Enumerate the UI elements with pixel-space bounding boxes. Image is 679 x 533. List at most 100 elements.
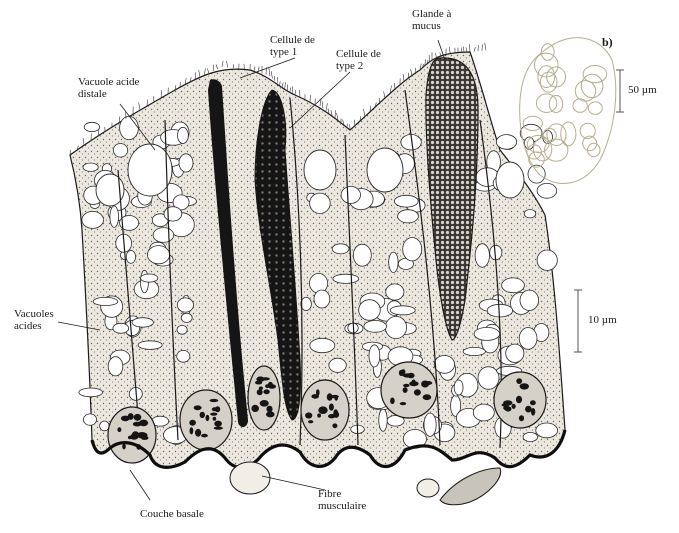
nucleus: [381, 362, 437, 418]
inset-cell: [588, 102, 602, 114]
vacuole: [394, 195, 418, 207]
label-cell-type1: Cellule de type 1: [270, 34, 315, 58]
vacuole: [310, 274, 328, 294]
vacuole: [333, 274, 359, 283]
vacuole: [179, 154, 193, 172]
label-scale-50um: 50 µm: [628, 84, 657, 96]
vacuole: [502, 278, 525, 293]
inset-cell: [575, 81, 595, 102]
vacuole: [82, 211, 104, 228]
vacuole: [398, 210, 419, 223]
vacuole: [100, 421, 110, 431]
chromatin-clump: [505, 406, 512, 411]
inset-cell: [583, 66, 607, 83]
vacuole: [314, 290, 330, 308]
inset-cell: [545, 139, 568, 161]
leader-line: [240, 58, 295, 78]
vacuole: [310, 338, 335, 352]
vacuole: [390, 306, 415, 315]
muscle-fiber-small: [417, 479, 439, 497]
chromatin-clump: [259, 387, 263, 390]
chromatin-clump: [210, 399, 219, 402]
chromatin-clump: [414, 389, 421, 395]
chromatin-clump: [332, 423, 337, 428]
chromatin-clump: [400, 402, 406, 405]
vacuole: [113, 144, 127, 158]
chromatin-clump: [403, 387, 408, 393]
chromatin-clump: [201, 434, 208, 438]
chromatin-clump: [311, 394, 319, 399]
vacuole: [478, 367, 499, 390]
vacuole: [177, 350, 190, 362]
vacuole: [353, 244, 371, 266]
label-acid-vacuoles: Vacuoles acides: [14, 308, 54, 332]
vacuole: [389, 252, 398, 272]
chromatin-clump: [424, 381, 433, 385]
chromatin-clump: [390, 398, 395, 405]
vacuole: [359, 300, 381, 321]
chromatin-clump: [531, 408, 535, 416]
chromatin-clump: [122, 444, 126, 450]
vacuole: [83, 414, 96, 425]
chromatin-clump: [519, 415, 524, 421]
chromatin-clump: [134, 414, 142, 421]
chromatin-clump: [403, 384, 409, 388]
chromatin-clump: [200, 412, 205, 418]
chromatin-clump: [141, 436, 149, 440]
vacuole: [379, 409, 387, 431]
vacuole: [332, 244, 349, 254]
vacuole: [141, 274, 158, 282]
inset-cell: [533, 138, 551, 161]
vacuole: [310, 193, 331, 213]
vacuole: [164, 207, 182, 221]
label-basal-layer: Couche basale: [140, 508, 204, 520]
chromatin-clump: [516, 396, 522, 404]
inset-b-cell-network: [520, 38, 616, 184]
vacuole: [153, 228, 174, 243]
chromatin-clump: [139, 420, 148, 427]
inset-cell: [549, 95, 562, 112]
leader-line: [262, 476, 325, 490]
chromatin-clump: [317, 413, 321, 417]
chromatin-clump: [511, 404, 515, 409]
chromatin-clump: [266, 406, 272, 413]
inset-cell: [561, 122, 576, 146]
vacuole: [537, 183, 557, 198]
vacuole: [528, 165, 545, 183]
label-scale-10um: 10 µm: [588, 314, 617, 326]
vacuole: [386, 284, 404, 300]
vacuole: [177, 325, 187, 334]
chromatin-clump: [190, 427, 194, 434]
chromatin-clump: [525, 406, 532, 413]
chromatin-clump: [117, 427, 121, 432]
chromatin-clump: [260, 400, 269, 407]
vacuole: [181, 313, 192, 322]
vacuole: [364, 321, 387, 333]
label-mucus-gland: Glande à mucus: [412, 8, 451, 32]
inset-cell: [588, 143, 600, 156]
chromatin-clump: [206, 415, 210, 421]
chromatin-clump: [128, 413, 134, 420]
vacuole: [536, 423, 558, 438]
chromatin-clump: [329, 404, 334, 411]
vacuole: [83, 163, 98, 171]
chromatin-clump: [213, 417, 217, 421]
chromatin-clump: [257, 389, 263, 395]
vacuole: [132, 318, 153, 327]
vacuole: [385, 316, 406, 338]
vacuole: [474, 327, 500, 340]
chromatin-clump: [333, 411, 339, 418]
vacuole: [84, 122, 99, 131]
vacuole: [506, 344, 524, 362]
vacuole: [341, 186, 360, 203]
distal-vacuole: [496, 162, 524, 198]
muscle-fiber-elongated: [440, 468, 501, 505]
vacuole: [301, 297, 312, 310]
vacuole: [147, 246, 169, 264]
vacuole: [93, 297, 118, 305]
chromatin-clump: [210, 413, 217, 416]
vacuole: [520, 290, 539, 310]
chromatin-clump: [305, 412, 312, 418]
chromatin-clump: [530, 400, 536, 405]
chromatin-clump: [327, 393, 333, 401]
